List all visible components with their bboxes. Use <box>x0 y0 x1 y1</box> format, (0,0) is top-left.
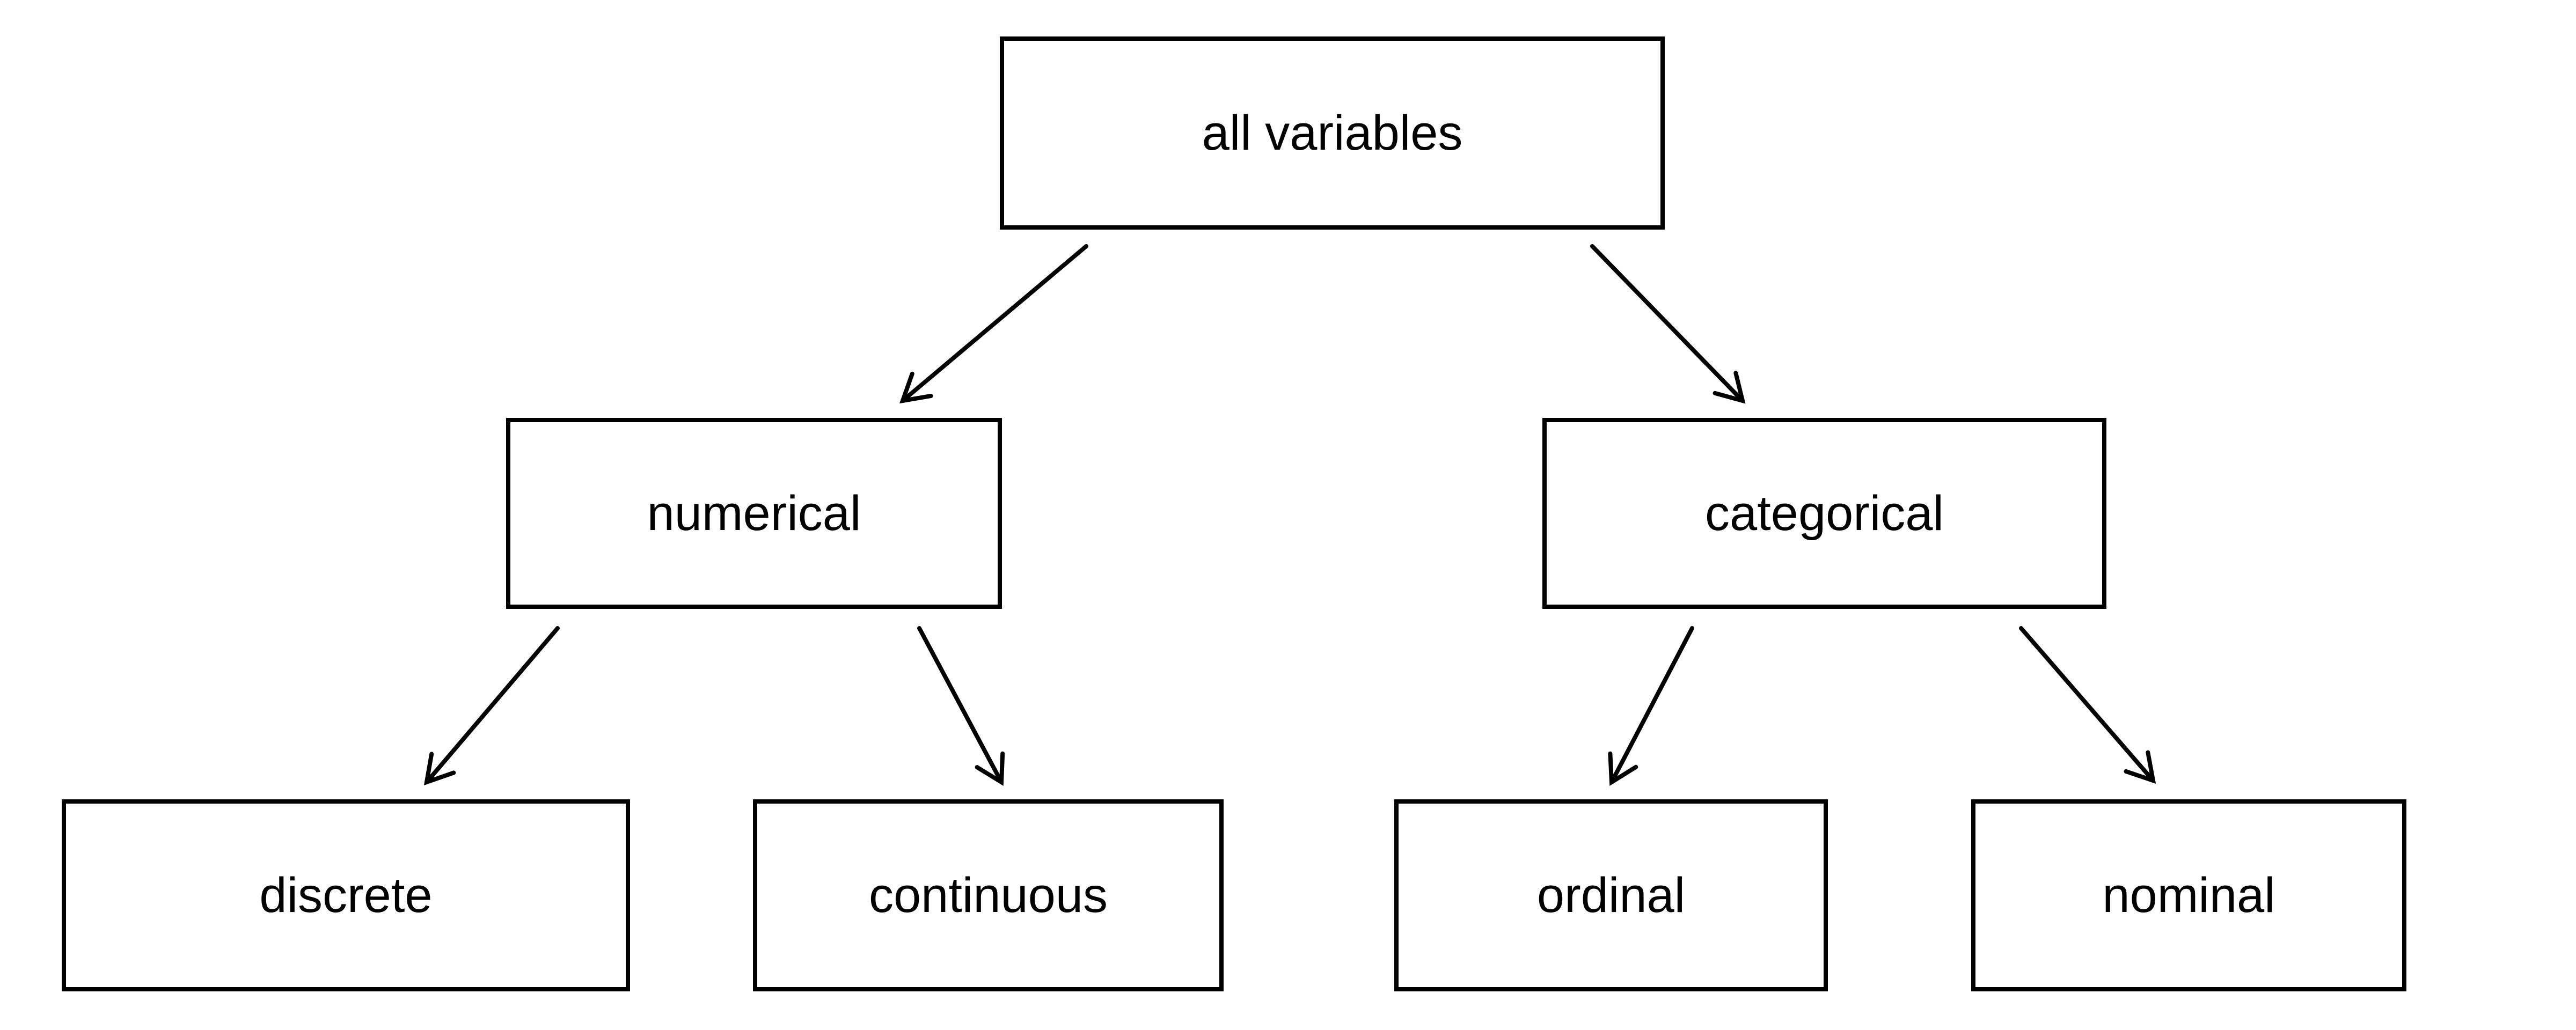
node-ordinal: ordinal <box>1394 799 1828 991</box>
node-categorical-label: categorical <box>1705 486 1944 541</box>
node-all-variables-label: all variables <box>1202 106 1463 160</box>
node-continuous-label: continuous <box>869 868 1108 923</box>
node-discrete: discrete <box>62 799 630 991</box>
node-nominal-label: nominal <box>2102 868 2275 923</box>
node-categorical: categorical <box>1542 418 2106 609</box>
node-numerical: numerical <box>506 418 1002 609</box>
node-nominal: nominal <box>1971 799 2406 991</box>
node-numerical-label: numerical <box>647 486 861 541</box>
edge-numerical-to-discrete <box>423 626 560 786</box>
edge-categorical-to-nominal <box>2019 626 2156 784</box>
edge-all-variables-to-numerical <box>899 244 1088 404</box>
node-ordinal-label: ordinal <box>1536 868 1686 923</box>
edge-numerical-to-continuous <box>917 626 1005 786</box>
edge-all-variables-to-categorical <box>1590 244 1746 404</box>
node-discrete-label: discrete <box>259 868 433 923</box>
node-all-variables: all variables <box>1000 36 1665 230</box>
edge-categorical-to-ordinal <box>1608 626 1694 786</box>
node-continuous: continuous <box>753 799 1224 991</box>
